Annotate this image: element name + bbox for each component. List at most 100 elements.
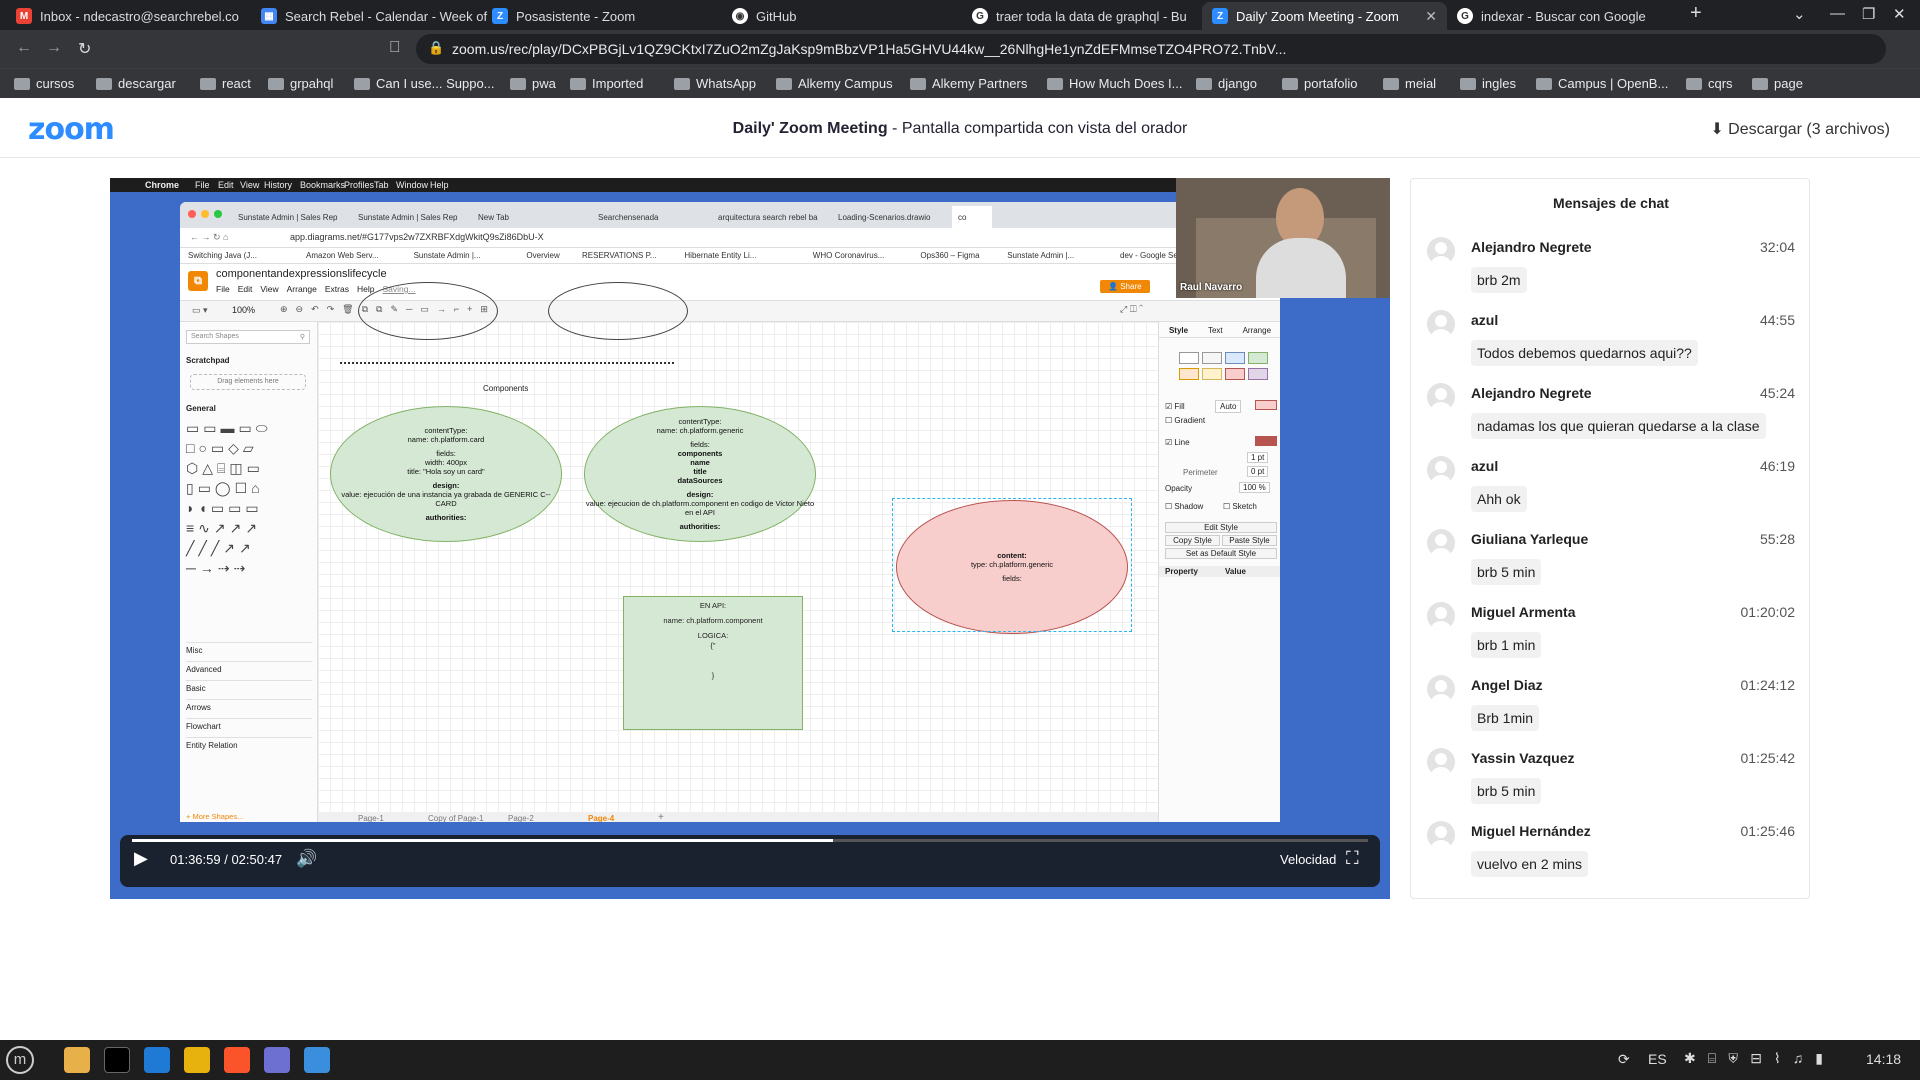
- partial-ellipse[interactable]: [358, 282, 498, 340]
- zoom-level[interactable]: 100%: [232, 305, 256, 315]
- document-icon[interactable]: [304, 1047, 330, 1073]
- bookmark-item[interactable]: Alkemy Partners: [910, 76, 1027, 91]
- shape-section[interactable]: Entity Relation: [186, 737, 312, 750]
- bookmark-item[interactable]: How Much Does I...: [1047, 76, 1182, 91]
- start-menu-icon[interactable]: m: [6, 1046, 34, 1074]
- add-page-icon[interactable]: +: [658, 812, 664, 822]
- bookmark-item[interactable]: Imported: [570, 76, 643, 91]
- browser-tab[interactable]: ▦Search Rebel - Calendar - Week of: [251, 2, 496, 30]
- partial-ellipse[interactable]: [548, 282, 688, 340]
- scratchpad-drop[interactable]: Drag elements here: [190, 374, 306, 390]
- bookmark-item[interactable]: Can I use... Suppo...: [354, 76, 495, 91]
- more-shapes-link[interactable]: + More Shapes...: [186, 812, 244, 821]
- editor-icon[interactable]: [264, 1047, 290, 1073]
- volume-icon[interactable]: 🔊: [296, 849, 318, 868]
- opacity-input[interactable]: 100 %: [1239, 482, 1270, 493]
- page-tab[interactable]: Page-4: [588, 814, 615, 822]
- diagram-canvas[interactable]: Components contentType:name: ch.platform…: [318, 282, 1158, 812]
- zoom-logo[interactable]: zoom: [28, 112, 115, 147]
- omnibox[interactable]: 🔒 zoom.us/rec/play/DCxPBGjLv1QZ9CKtxI7Zu…: [416, 34, 1886, 64]
- drawio-menu-item[interactable]: Extras: [324, 284, 349, 294]
- shape-section[interactable]: Advanced: [186, 661, 312, 674]
- bookmark-item[interactable]: cursos: [14, 76, 74, 91]
- shape-section[interactable]: Flowchart: [186, 718, 312, 731]
- set-default-style-button[interactable]: Set as Default Style: [1165, 548, 1277, 559]
- back-icon[interactable]: ←: [16, 39, 32, 56]
- bookmark-item[interactable]: page: [1752, 76, 1803, 91]
- format-tab[interactable]: Style: [1168, 326, 1189, 335]
- copy-style-button[interactable]: Copy Style: [1165, 535, 1220, 546]
- network-icon[interactable]: ⟳: [1618, 1051, 1630, 1067]
- reload-icon[interactable]: ↻: [78, 41, 92, 58]
- keyboard-layout[interactable]: ES: [1648, 1051, 1667, 1067]
- progress-bar[interactable]: [132, 839, 1368, 842]
- bookmark-item[interactable]: Alkemy Campus: [776, 76, 893, 91]
- line-width-input[interactable]: 1 pt: [1247, 452, 1269, 463]
- fill-row[interactable]: ☑ Fill: [1165, 402, 1185, 411]
- tab-close-icon[interactable]: ✕: [1425, 7, 1437, 24]
- page-tab[interactable]: Copy of Page-1: [428, 814, 484, 822]
- bookmark-item[interactable]: meial: [1383, 76, 1436, 91]
- browser-tab[interactable]: ◉GitHub: [722, 2, 962, 30]
- shadow-row[interactable]: ☐ Shadow: [1165, 502, 1203, 511]
- bookmark-item[interactable]: Campus | OpenB...: [1536, 76, 1668, 91]
- bookmark-item[interactable]: ingles: [1460, 76, 1516, 91]
- page-tab[interactable]: Page-2: [508, 814, 534, 822]
- format-tab[interactable]: Arrange: [1242, 326, 1272, 335]
- minimize-icon[interactable]: —: [1830, 5, 1845, 22]
- bookmark-item[interactable]: descargar: [96, 76, 176, 91]
- shape-section[interactable]: Basic: [186, 680, 312, 693]
- drawio-menu-item[interactable]: Arrange: [286, 284, 317, 294]
- drawio-menu-item[interactable]: Edit: [237, 284, 253, 294]
- fullscreen-icon[interactable]: ⤢ ◫ ⌃: [1120, 304, 1144, 314]
- bookmark-icon[interactable]: ⎕: [390, 39, 400, 56]
- new-tab-icon[interactable]: +: [1690, 2, 1702, 24]
- bookmark-item[interactable]: django: [1196, 76, 1257, 91]
- line-row[interactable]: ☑ Line: [1165, 438, 1190, 447]
- maximize-icon[interactable]: ❐: [1862, 6, 1876, 23]
- play-icon[interactable]: ▶: [134, 848, 148, 868]
- bookmark-item[interactable]: grpahql: [268, 76, 333, 91]
- bookmark-item[interactable]: cqrs: [1686, 76, 1733, 91]
- speed-button[interactable]: Velocidad: [1280, 852, 1337, 867]
- doc-title[interactable]: componentandexpressionslifecycle: [216, 268, 387, 280]
- toolbar-icons[interactable]: ▭ ▾: [192, 305, 208, 315]
- close-window-icon[interactable]: ✕: [1893, 6, 1906, 23]
- fill-color-swatch[interactable]: [1255, 400, 1277, 410]
- line-color-swatch[interactable]: [1255, 436, 1277, 446]
- download-button[interactable]: ⬇ Descargar (3 archivos): [1710, 119, 1890, 139]
- shape-section[interactable]: Arrows: [186, 699, 312, 712]
- sketch-row[interactable]: ☐ Sketch: [1223, 502, 1257, 511]
- perimeter-input[interactable]: 0 pt: [1247, 466, 1269, 477]
- page-tab[interactable]: Page-1: [358, 814, 384, 822]
- format-tab[interactable]: Text: [1207, 326, 1223, 335]
- paste-style-button[interactable]: Paste Style: [1222, 535, 1277, 546]
- shape-palette[interactable]: ▭▭▬▭⬭□○▭◇▱⬡△⌸◫▭▯▭◯☐⌂◗◖▭▭▭≡∿↗↗↗╱╱╱↗↗─→⇢⇢: [186, 420, 272, 576]
- components-label[interactable]: Components: [483, 384, 529, 393]
- terminal-icon[interactable]: [104, 1047, 130, 1073]
- general-section[interactable]: General: [186, 404, 216, 413]
- tab-search-icon[interactable]: ⌄: [1793, 6, 1806, 23]
- files-icon[interactable]: [64, 1047, 90, 1073]
- vscode-icon[interactable]: [144, 1047, 170, 1073]
- shape-section[interactable]: Misc: [186, 642, 312, 655]
- clock[interactable]: 14:18: [1866, 1051, 1902, 1067]
- bookmark-item[interactable]: WhatsApp: [674, 76, 756, 91]
- drawio-menu-item[interactable]: File: [216, 284, 230, 294]
- bookmark-item[interactable]: pwa: [510, 76, 556, 91]
- style-swatches[interactable]: [1179, 352, 1269, 382]
- scratchpad-label[interactable]: Scratchpad: [186, 356, 230, 365]
- edit-style-button[interactable]: Edit Style: [1165, 522, 1277, 533]
- tray-icons[interactable]: ✱⌸⛨⊟⌇♫▮: [1684, 1050, 1835, 1066]
- slack-icon[interactable]: [184, 1047, 210, 1073]
- search-shapes-input[interactable]: Search Shapes⚲: [186, 330, 310, 344]
